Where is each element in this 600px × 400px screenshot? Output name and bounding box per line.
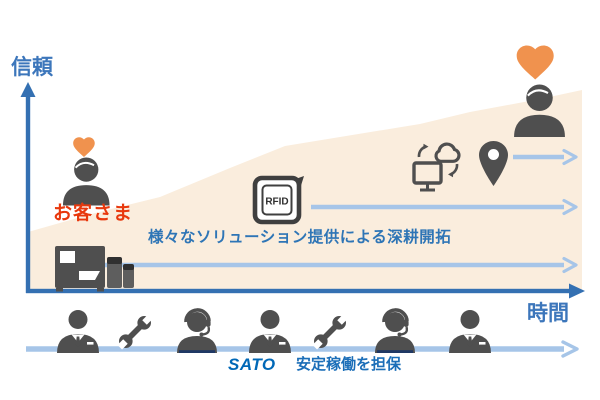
growth-area	[28, 90, 582, 291]
pin-arrow	[513, 148, 578, 166]
loyal-customer-heart-icon	[516, 45, 554, 80]
service-arrow	[26, 340, 579, 358]
businessman-icon	[449, 310, 491, 353]
x-axis	[26, 283, 585, 299]
rfid-arrow	[311, 198, 578, 216]
printer-arrow	[97, 256, 578, 274]
businessman-icon	[57, 310, 99, 353]
y-axis-label: 信頼	[11, 56, 53, 79]
businessman-icon	[249, 310, 291, 353]
customer-person-icon	[62, 156, 111, 207]
y-axis	[20, 82, 36, 293]
solution-caption: 様々なソリューション提供による深耕開拓	[148, 229, 452, 246]
x-axis-label: 時間	[527, 302, 569, 325]
sato-logo: SATO	[228, 355, 276, 374]
headset-operator-icon	[373, 308, 417, 355]
cloud-computer-sync-icon	[412, 142, 461, 192]
axes	[20, 82, 585, 299]
label-printer-icon	[55, 246, 134, 292]
support-caption: 安定稼働を担保	[296, 356, 402, 373]
rfid-label: RFID	[265, 197, 288, 208]
customer-label: お客さま	[53, 203, 134, 224]
wrench-icon	[309, 311, 351, 353]
headset-operator-icon	[175, 308, 219, 355]
customer-heart-icon	[73, 137, 95, 158]
wrench-icon	[114, 311, 156, 353]
map-pin-icon	[479, 141, 508, 186]
rfid-tag-icon: RFID	[252, 175, 304, 225]
